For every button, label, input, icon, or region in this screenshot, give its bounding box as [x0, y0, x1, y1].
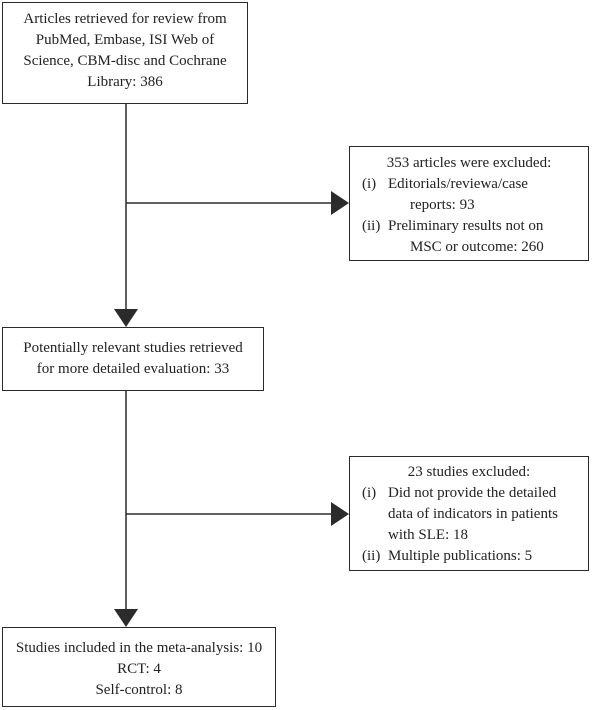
excluded-item: (i) Editorials/reviewa/case reports: 93: [350, 174, 588, 216]
excluded-title: 353 articles were excluded:: [386, 155, 552, 171]
retrieved-line: Science, CBM-disc and Cochrane: [23, 53, 227, 69]
retrieved-line: PubMed, Embase, ISI Web of: [35, 32, 215, 48]
item-number: (i): [362, 176, 377, 192]
excluded-item: (i) Did not provide the detailed data of…: [350, 483, 588, 546]
excluded-item: (ii) Multiple publications: 5: [350, 546, 588, 567]
relevant-line: Potentially relevant studies retrieved: [23, 340, 243, 356]
item-line: Preliminary results not on: [388, 218, 544, 234]
item-line: reports: 93: [410, 197, 475, 213]
item-number: (ii): [362, 548, 381, 564]
excluded-box-2: 23 studies excluded: (i) Did not provide…: [349, 456, 589, 571]
excluded-title: 23 studies excluded:: [407, 464, 531, 480]
excluded-item: (ii) Preliminary results not on MSC or o…: [350, 216, 588, 258]
item-line: Did not provide the detailed: [388, 485, 557, 501]
item-line: Multiple publications: 5: [388, 548, 533, 564]
arrow-right-icon: [331, 191, 349, 215]
item-number: (i): [362, 485, 377, 501]
arrow-right-icon: [331, 502, 349, 526]
item-line: Editorials/reviewa/case: [388, 176, 528, 192]
item-line: data of indicators in patients: [388, 506, 558, 522]
retrieved-line: Articles retrieved for review from: [23, 11, 227, 27]
relevant-box: Potentially relevant studies retrieved f…: [2, 327, 264, 391]
retrieved-box: Articles retrieved for review from PubMe…: [2, 2, 248, 104]
relevant-line: for more detailed evaluation: 33: [36, 361, 230, 377]
arrow-down-icon: [114, 309, 138, 327]
retrieved-line: Library: 386: [87, 74, 163, 90]
included-line: Studies included in the meta-analysis: 1…: [15, 640, 263, 656]
arrow-down-icon: [114, 609, 138, 627]
excluded-box-1: 353 articles were excluded: (i) Editoria…: [349, 146, 589, 261]
included-line: Self-control: 8: [95, 682, 183, 698]
item-number: (ii): [362, 218, 381, 234]
item-line: with SLE: 18: [388, 527, 469, 543]
included-line: RCT: 4: [117, 661, 161, 677]
included-box: Studies included in the meta-analysis: 1…: [2, 627, 276, 707]
item-line: MSC or outcome: 260: [410, 239, 544, 255]
